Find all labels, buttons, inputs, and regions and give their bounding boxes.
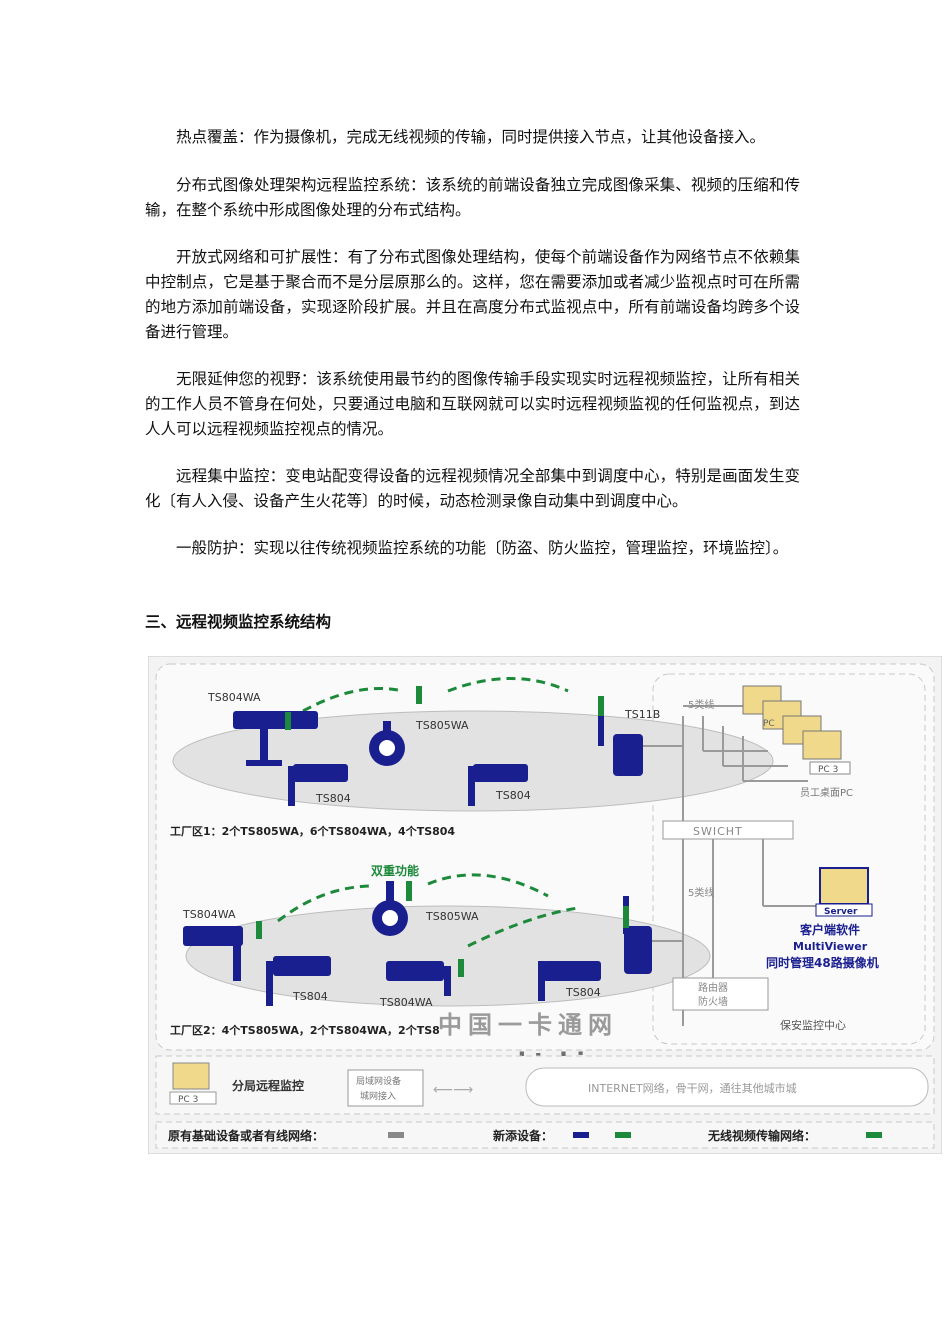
branch-pc-icon — [172, 1062, 210, 1090]
area1-ts804wa-label: TS804WA — [207, 691, 261, 704]
legend-new-label: 新添设备： — [493, 1128, 553, 1143]
router-label: 路由器 — [698, 981, 728, 994]
area1-ts804-right-label: TS804 — [495, 789, 531, 802]
ts11b-station-icon — [613, 734, 643, 776]
area1-caption: 工厂区1：2个TS805WA，6个TS804WA，4个TS804 — [170, 824, 455, 838]
legend-blue-swatch — [573, 1132, 589, 1138]
internet-label: INTERNET网络，骨干网，通往其他城市城 — [588, 1081, 797, 1095]
area2-ts804wa-mid-label: TS804WA — [379, 996, 433, 1009]
legend-gray-swatch — [388, 1132, 404, 1138]
ts804-camera-icon-area2-left — [273, 956, 331, 976]
legend-wireless-label: 无线视频传输网络： — [707, 1128, 816, 1143]
legend-wireless-swatch — [866, 1132, 882, 1138]
multiviewer-label: MultiViewer — [793, 940, 868, 953]
server-monitor-icon — [819, 867, 869, 905]
area1-ts805wa-label: TS805WA — [415, 719, 469, 732]
area2-ts805wa-label: TS805WA — [425, 910, 479, 923]
ts804-camera-icon-left — [293, 764, 348, 782]
area2-ts804-left-label: TS804 — [292, 990, 328, 1003]
double-arrow-icon: ⟵⟶ — [433, 1082, 473, 1098]
area2-ts804-right-label: TS804 — [565, 986, 601, 999]
pc-label: PC — [763, 719, 775, 729]
ts804-camera-icon-right — [473, 764, 528, 782]
area2-caption: 工厂区2：4个TS805WA，2个TS804WA，2个TS8 — [170, 1023, 440, 1037]
internet-cloud — [525, 1067, 929, 1107]
wan-device-line2: 城网接入 — [360, 1090, 396, 1102]
security-center-label: 保安监控中心 — [780, 1018, 846, 1032]
paragraph-remote-central: 远程集中监控：变电站配变得设备的远程视频情况全部集中到调度中心，特别是画面发生变… — [145, 467, 800, 510]
firewall-label: 防火墙 — [698, 995, 728, 1008]
ts804-camera-icon-area2-right — [543, 961, 601, 981]
manage48-label: 同时管理48路摄像机 — [766, 955, 879, 970]
system-structure-diagram: PC PC 3 员工桌面PC 5类线 5类线 SWICHT Server 客户端… — [148, 656, 942, 1154]
area2-station-icon — [624, 926, 652, 974]
legend-bar — [155, 1121, 935, 1149]
branch-monitor-label: 分局远程监控 — [232, 1078, 304, 1093]
paragraph-open-network: 开放式网络和可扩展性：有了分布式图像处理结构，使每个前端设备作为网络节点不依赖集… — [145, 248, 800, 341]
ts804wa-camera-icon-area2-mid — [386, 961, 444, 981]
watermark-cn: 中国一卡通网 — [438, 1011, 618, 1039]
paragraph-distributed-architecture: 分布式图像处理架构远程监控系统：该系统的前端设备独立完成图像采集、视频的压缩和传… — [145, 176, 800, 219]
area1-ts804-left-label: TS804 — [315, 792, 351, 805]
ts804wa-camera-icon-area2 — [183, 926, 243, 946]
cat5-top-label: 5类线 — [688, 698, 714, 711]
area1-ts11b-label: TS11B — [624, 708, 660, 721]
switch-box — [662, 820, 794, 840]
router-box — [672, 977, 769, 1011]
staff-pc-label: 员工桌面PC — [800, 786, 853, 799]
switch-label: SWICHT — [693, 825, 743, 838]
section-heading: 三、远程视频监控系统结构 — [145, 612, 332, 631]
legend-green-swatch — [615, 1132, 631, 1138]
paragraph-general-protection: 一般防护：实现以往传统视频监控系统的功能〔防盗、防火监控，管理监控，环境监控〕。 — [176, 539, 789, 557]
server-label: Server — [824, 907, 858, 917]
ts804wa-camera-icon — [233, 711, 318, 729]
area2-ts804wa-left-label: TS804WA — [182, 908, 236, 921]
wan-device-box — [347, 1069, 424, 1107]
branch-pc3-label: PC 3 — [178, 1095, 198, 1105]
staff-pc-stack — [742, 685, 851, 775]
client-software-label: 客户端软件 — [799, 922, 860, 937]
legend-existing-label: 原有基础设备或者有线网络： — [168, 1128, 324, 1143]
paragraph-unlimited-view: 无限延伸您的视野：该系统使用最节约的图像传输手段实现实时远程视频监控，让所有相关… — [145, 370, 800, 438]
wan-device-line1: 局域网设备 — [356, 1075, 401, 1087]
staff-pc3-label: PC 3 — [818, 765, 838, 775]
cat5-mid-label: 5类线 — [688, 886, 714, 899]
dual-function-label: 双重功能 — [371, 863, 419, 878]
paragraph-hotspot: 热点覆盖：作为摄像机，完成无线视频的传输，同时提供接入节点，让其他设备接入。 — [176, 128, 766, 146]
